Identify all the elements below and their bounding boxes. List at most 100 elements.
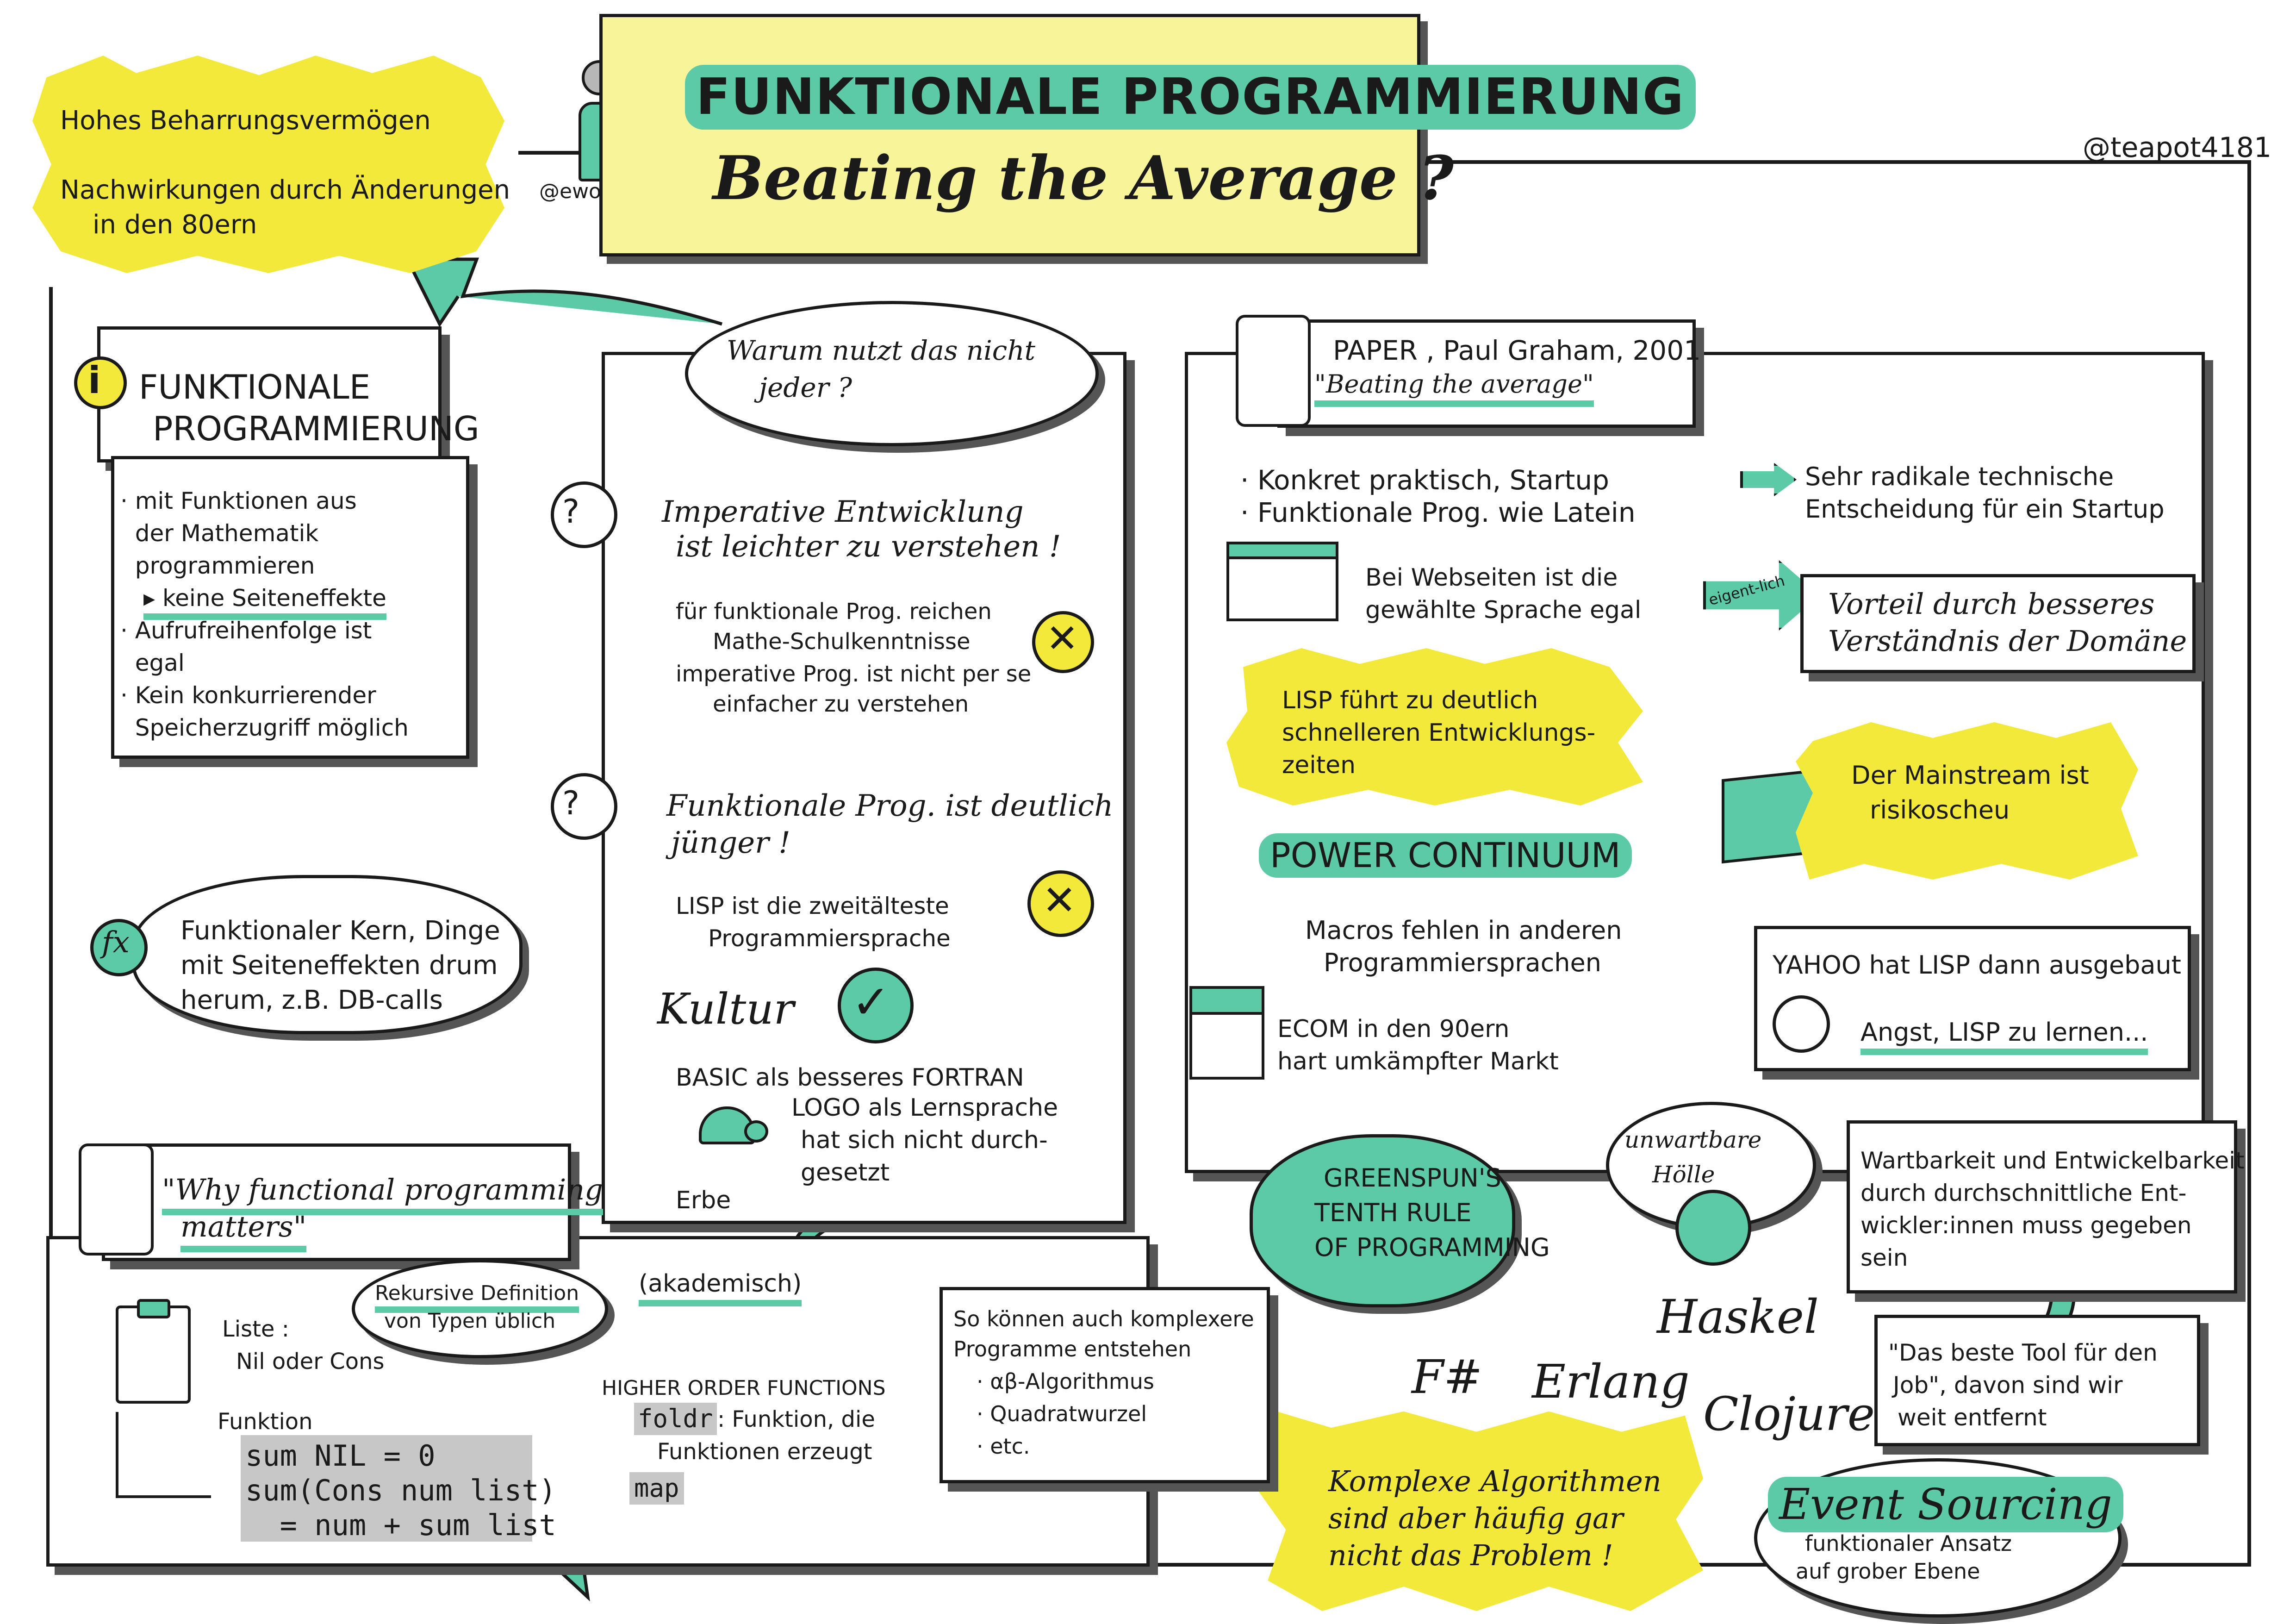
foldr-desc1: : Funktion, die [717,1406,875,1432]
radical-line2: Entscheidung für ein Startup [1805,494,2165,524]
claim1-line1: Imperative Entwicklung [662,495,1024,529]
complex-programs-line4: · Quadratwurzel [977,1401,1147,1426]
complex-line1: Komplexe Algorithmen [1328,1464,1661,1498]
paper-line1: PAPER , Paul Graham, 2001 [1333,335,1701,366]
code-block [241,1435,532,1542]
code-line3: = num + sum list [245,1508,556,1542]
top-left-callout [32,56,504,273]
scroll-icon [1236,315,1311,427]
fp-item: egal [120,650,185,676]
tool-line2: Job", davon sind wir [1893,1372,2123,1399]
c1-item2b: einfacher zu verstehen [713,691,969,717]
complex-programs-line3: · αβ-Algorithmus [977,1369,1154,1394]
check-icon [838,968,914,1043]
fp-item: · mit Funktionen aus [120,487,357,514]
lisp-line3: zeiten [1282,751,1356,779]
power-continuum: POWER CONTINUUM [1259,833,1632,878]
greenspun-cloud [1250,1134,1515,1307]
vorteil-line1: Vorteil durch besseres [1828,587,2155,621]
greenspun-line2: TENTH RULE [1314,1198,1472,1227]
maintain-line2: durch durchschnittliche Ent- [1860,1180,2187,1206]
k-item3: Erbe [676,1187,731,1214]
thinking-glyph: ? [562,493,580,531]
c1-item1b: Mathe-Schulkenntnisse [713,629,971,655]
maintain-line3: wickler:innen muss gegeben [1860,1212,2192,1239]
radical-line1: Sehr radikale technische [1805,462,2114,491]
paper-line2: "Beating the average" [1314,368,1594,407]
complex-line3: nicht das Problem ! [1328,1538,1613,1572]
map-code: map [629,1472,684,1505]
lang-clojure: Clojure [1703,1387,1875,1441]
web-line2: gewählte Sprache egal [1365,596,1642,624]
ecom-line1: ECOM in den 90ern [1277,1015,1510,1043]
page-title: FUNKTIONALE PROGRAMMIERUNG [685,65,1696,130]
complex-programs-line5: · etc. [977,1434,1030,1459]
code-line2: sum(Cons num list) [245,1474,556,1507]
complex-programs-line1: So können auch komplexere [953,1306,1254,1331]
k-item2a: LOGO als Lernsprache [791,1094,1058,1122]
greenspun-line3: OF PROGRAMMING [1314,1233,1550,1262]
event-sourcing-title: Event Sourcing [1768,1477,2123,1532]
lang-erlang: Erlang [1532,1355,1690,1409]
k-item1: BASIC als besseres FORTRAN [676,1064,1024,1092]
c2-item1a: LISP ist die zweitälteste [676,893,949,919]
why-fp-line2: matters" [180,1208,307,1252]
liste-line1: Liste : [222,1316,289,1342]
web-line1: Bei Webseiten ist die [1365,564,1618,592]
shop-icon [1189,986,1264,1080]
complex-programs-box [940,1287,1270,1483]
c1-item1a: für funktionale Prog. reichen [676,599,992,625]
check-glyph: ✓ [852,975,890,1029]
funktion-label: Funktion [218,1409,313,1435]
macros-line2: Programmiersprachen [1324,948,1601,977]
paper-bullet2: · Funktionale Prog. wie Latein [1240,497,1636,528]
tool-box [1874,1315,2200,1446]
fp-item: · Aufrufreihenfolge ist [120,617,372,644]
mainstream-line1: Der Mainstream ist [1851,761,2089,790]
event-sourcing-line2: auf grober Ebene [1796,1559,1980,1584]
graph-icon [116,1412,211,1498]
turtle-icon [690,1102,768,1148]
event-sourcing-line1: funktionaler Ansatz [1805,1531,2012,1556]
fp-item-highlight: ▸ keine Seiteneffekte [143,583,386,620]
title-box [599,14,1420,256]
callout-line3: in den 80ern [93,210,257,240]
why-bubble [685,301,1099,446]
core-line1: Funktionaler Kern, Dinge [180,916,500,946]
thinking-face-icon [551,773,617,840]
thinking-face-icon [551,481,617,548]
maintain-box [1847,1120,2237,1293]
hof-title: HIGHER ORDER FUNCTIONS [602,1376,886,1400]
hell-line2: Hölle [1652,1161,1715,1188]
c2-item1b: Programmiersprache [708,925,951,952]
mainstream-line2: risikoscheu [1870,795,2010,824]
paper-bullet1: · Konkret praktisch, Startup [1240,464,1609,496]
page-subtitle: Beating the Average ? [713,143,1454,213]
cross-icon [1027,870,1094,937]
paper-title-box [1277,319,1696,428]
macros-line1: Macros fehlen in anderen [1305,916,1622,945]
maintain-line1: Wartbarkeit und Entwickelbarkeit [1860,1147,2245,1174]
vorteil-line2: Verständnis der Domäne [1828,624,2187,658]
claim2-line1: Funktionale Prog. ist deutlich [666,789,1114,823]
info-icon [74,356,127,409]
fp-item: Speicherzugriff möglich [120,714,409,741]
lang-haskel: Haskel [1657,1290,1819,1344]
hell-line1: unwartbare [1624,1126,1762,1153]
core-line2: mit Seiteneffekten drum [180,950,498,981]
fp-title-line2: PROGRAMMIERUNG [153,409,479,448]
cross-icon [1032,611,1094,673]
k-item2b: hat sich nicht durch- [801,1126,1048,1154]
greenspun-line1: GREENSPUN'S [1324,1163,1501,1193]
author-handle: @teapot4181 [2083,131,2272,164]
liste-line2: Nil oder Cons [236,1349,385,1374]
function-icon [90,919,148,976]
why-line1: Warum nutzt das nicht [727,335,1035,366]
fp-item: programmieren [120,552,315,579]
devil-icon [1675,1190,1751,1266]
fp-item: · Kein konkurrierender [120,682,376,709]
lisp-line2: schnelleren Entwicklungs- [1282,719,1596,747]
worried-face-icon [1773,995,1830,1053]
complex-programs-line2: Programme entstehen [953,1337,1192,1362]
functional-core-cloud [132,875,523,1034]
